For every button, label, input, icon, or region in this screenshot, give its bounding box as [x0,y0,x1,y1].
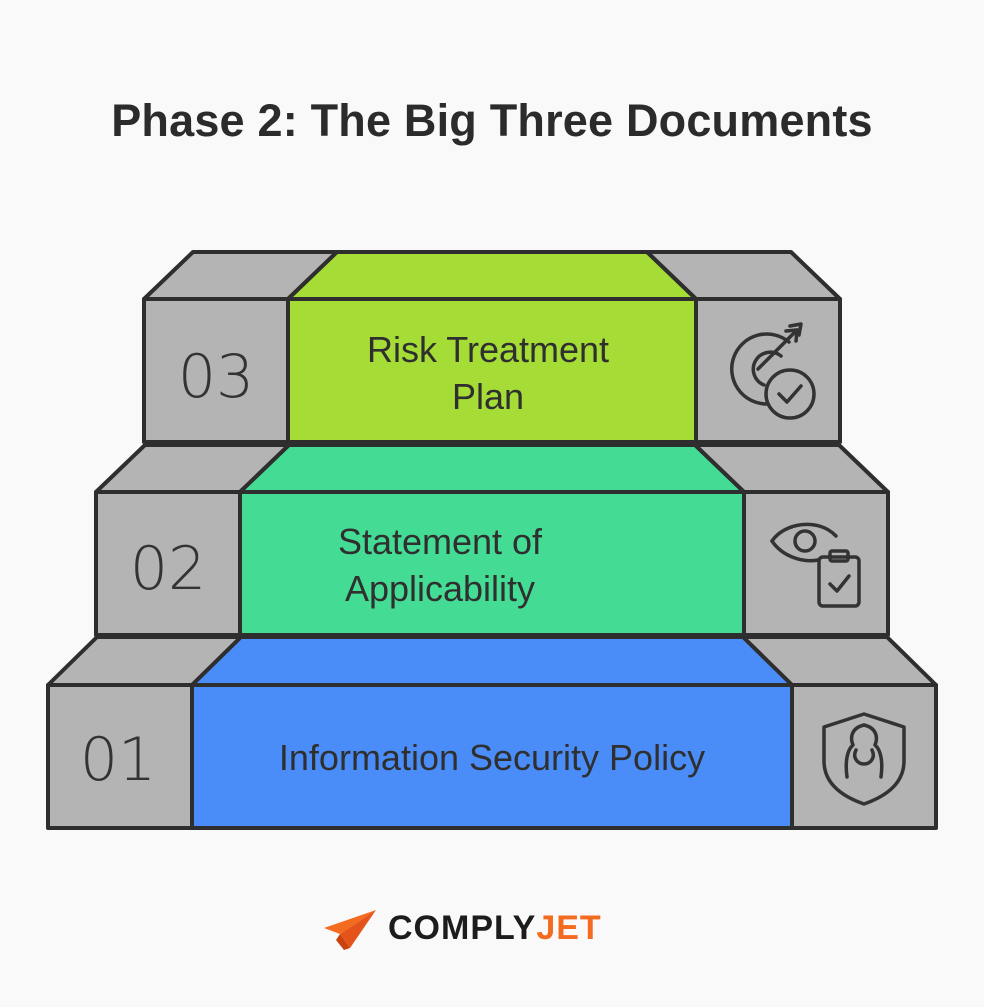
page-title: Phase 2: The Big Three Documents [111,95,873,146]
step-02-center-top-face [238,443,746,494]
step-03-label-block [286,297,698,444]
step-03-label-line-2: Plan [452,376,524,417]
step-02-label-block [238,490,746,637]
step-01-label: Information Security Policy [279,737,705,778]
step-02-number: 02 [130,534,206,604]
logo-wordmark: COMPLYJET [388,909,602,948]
step-01-number-block [46,683,194,830]
step-01-number: 01 [80,725,156,795]
logo-word-part-2: JET [536,908,602,947]
step-01-center-top-face [190,635,794,687]
shield-person-icon [822,712,906,806]
step-03-number: 03 [178,342,254,412]
step-03-number-block [142,297,290,444]
step-02-icon-block [742,490,890,637]
step-02: 02 Statement of Applicability [94,443,890,637]
step-02-label-line-1: Statement of [338,521,543,562]
step-01-icon-block [790,683,938,830]
step-03-center-top-face [286,250,698,301]
logo-word-part-1: COMPLY [388,908,537,947]
step-03-label-line-1: Risk Treatment [367,329,609,370]
complyjet-logo: COMPLYJET [322,900,602,956]
step-01-label-block [190,683,794,830]
step-01: 01 Information Security Policy [46,635,938,830]
step-02-label-line-2: Applicability [345,568,535,609]
step-03: 03 Risk Treatment Plan [142,250,842,444]
eye-clipboard-check-icon [770,522,861,608]
step-03-icon-block [694,297,842,444]
paper-plane-icon [324,910,376,950]
target-check-icon [730,322,816,420]
